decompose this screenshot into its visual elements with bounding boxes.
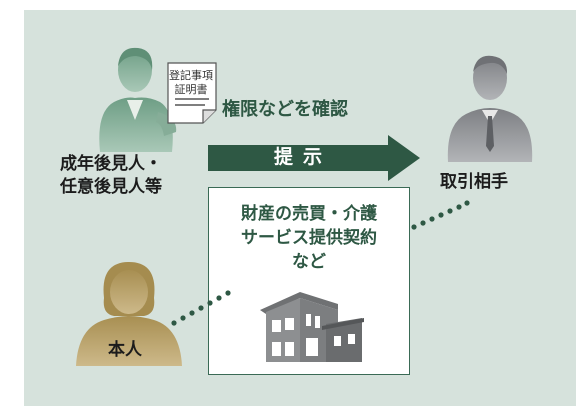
confirm-authority-label: 権限などを確認 [222, 99, 348, 120]
connector-dot [216, 295, 222, 301]
connector-dot [464, 200, 470, 206]
connector-dot [207, 300, 213, 306]
certificate-title-line2: 証明書 [174, 83, 208, 96]
connector-dot [189, 310, 195, 316]
connector-dot [456, 204, 462, 210]
certificate-title-line1: 登記事項 [169, 69, 213, 82]
principal-label: 本人 [108, 340, 142, 360]
connector-dot [429, 216, 435, 222]
connector-dot [438, 212, 444, 218]
connector-dot [171, 320, 177, 326]
contract-text-line3: など [292, 252, 326, 272]
contract-text-line1: 財産の売買・介護 [241, 204, 377, 224]
house-icon [260, 292, 364, 362]
counterparty-label: 取引相手 [440, 172, 508, 192]
present-arrow [208, 135, 420, 181]
certificate-document-icon [167, 62, 217, 124]
connector-dot [198, 305, 204, 311]
counterparty-figure-icon [447, 55, 533, 162]
connector-dot [447, 208, 453, 214]
principal-figure-icon [76, 262, 182, 366]
connector-dot [411, 224, 417, 230]
guardian-label-line1: 成年後見人・ [60, 154, 162, 174]
guardian-figure-icon [99, 47, 177, 152]
present-arrow-label: 提示 [273, 146, 332, 168]
connector-dot [420, 220, 426, 226]
connector-dot [180, 315, 186, 321]
connector-dot [225, 290, 231, 296]
contract-text-line2: サービス提供契約 [241, 228, 377, 248]
guardian-label-line2: 任意後見人等 [60, 177, 162, 197]
